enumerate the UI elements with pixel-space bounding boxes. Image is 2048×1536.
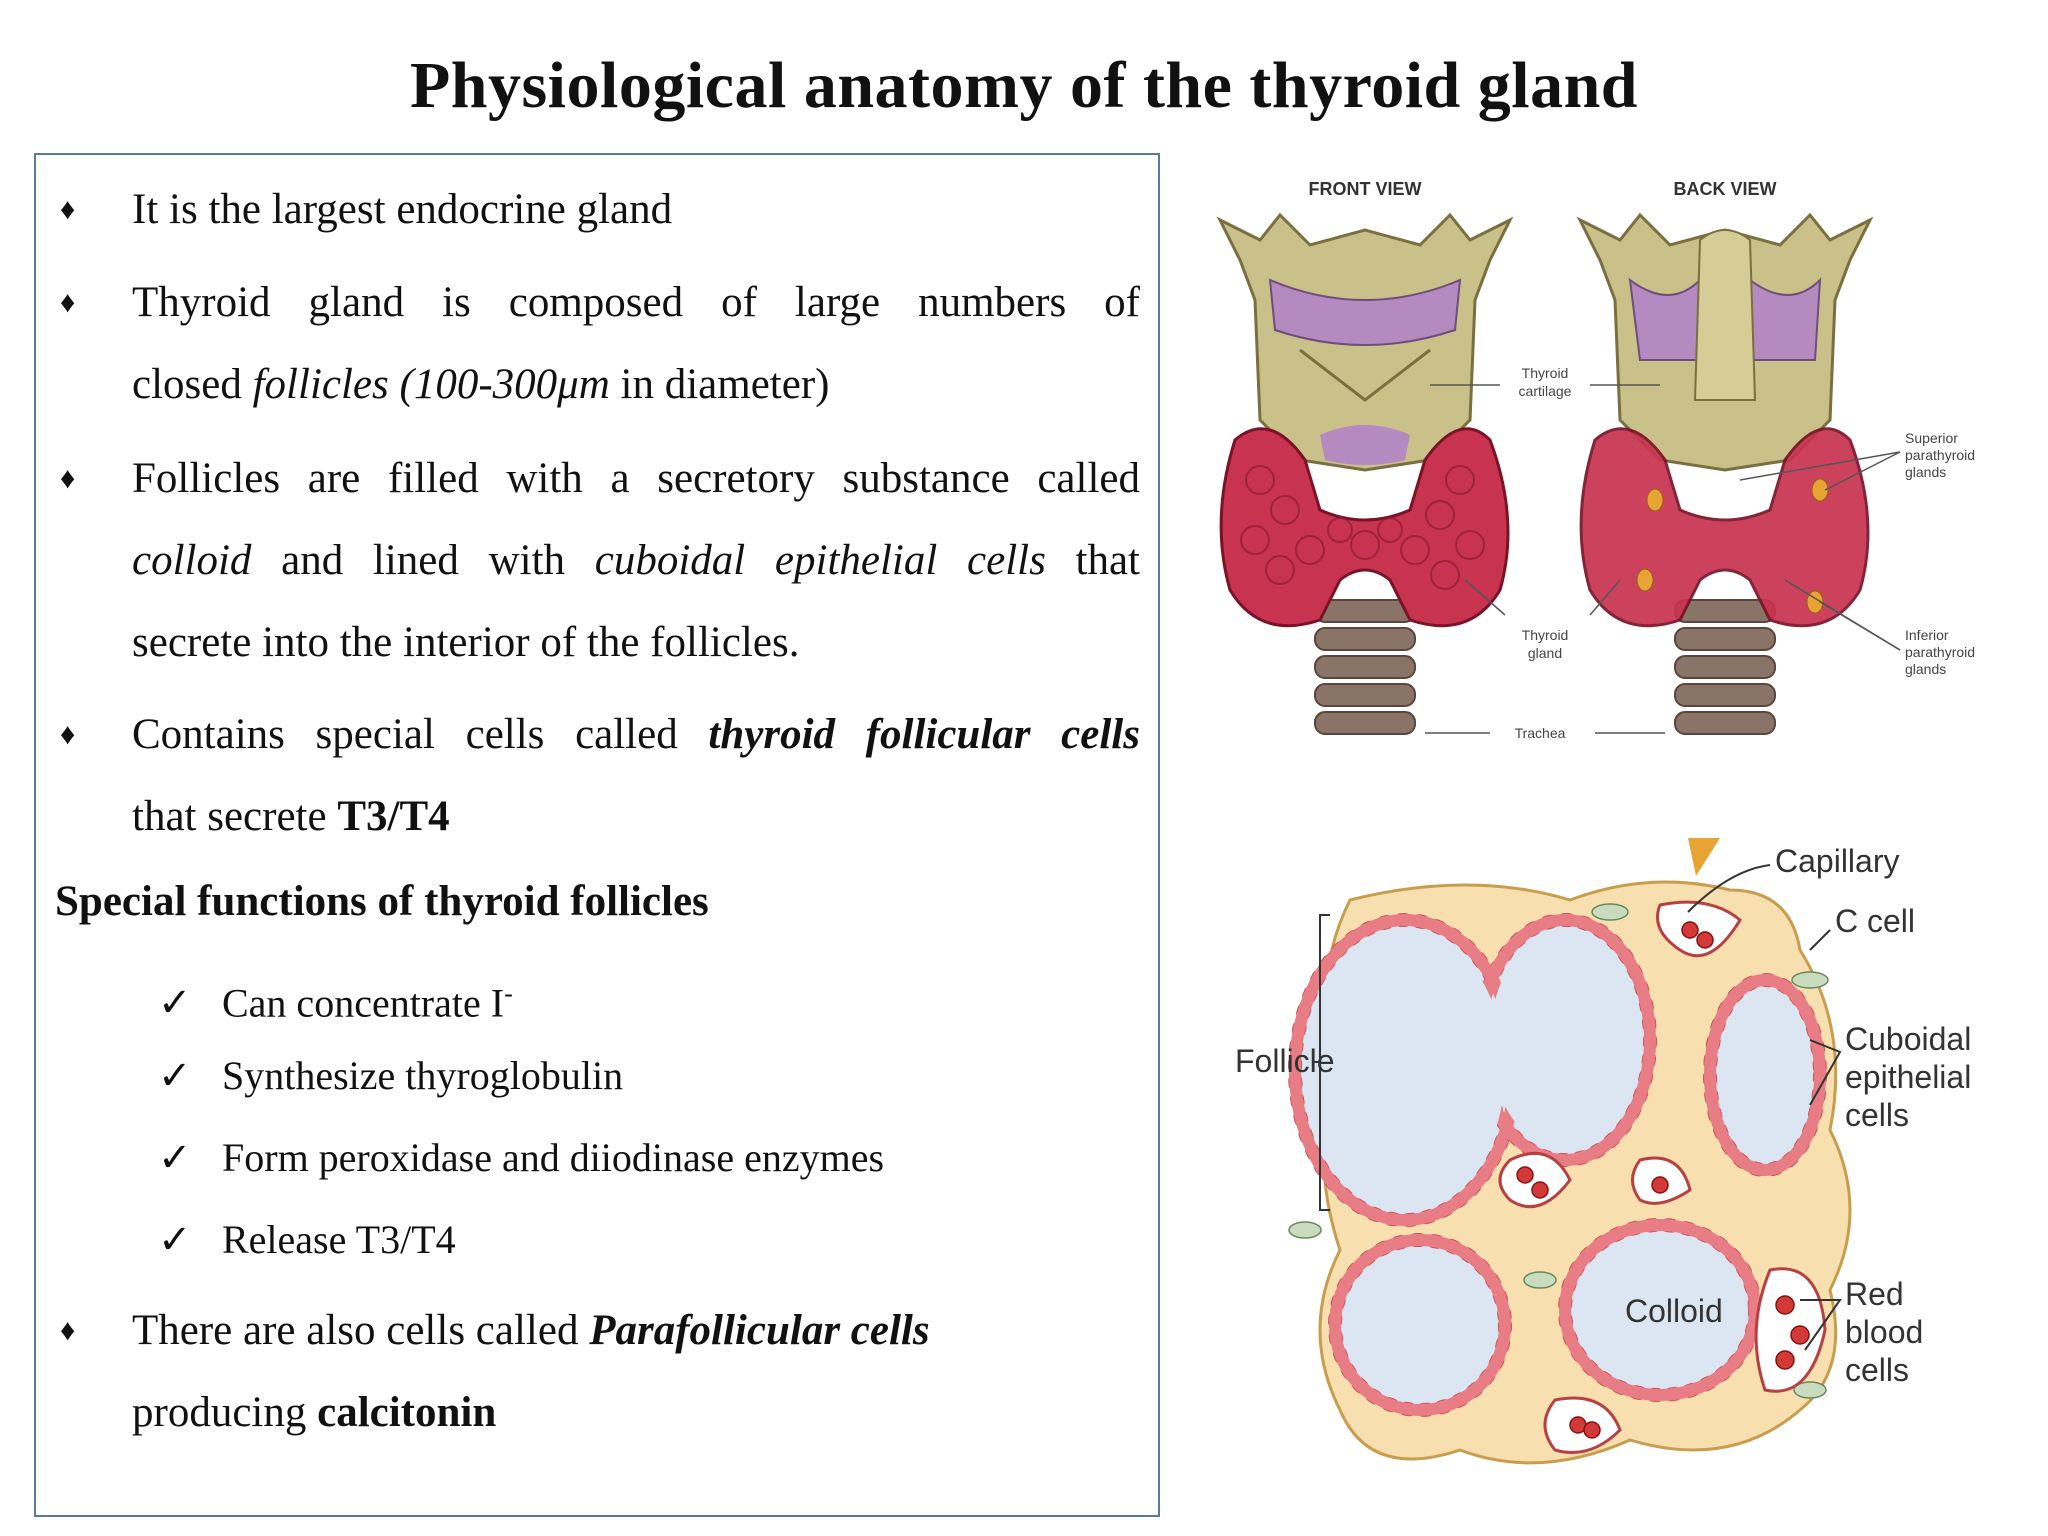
label-follicle: Follicle xyxy=(1235,1043,1335,1079)
function-item: ✓Synthesize thyroglobulin xyxy=(158,1048,623,1104)
bullet-text-line2: closed follicles (100-300μm in diameter) xyxy=(132,361,830,408)
bullet-follicular-cells: ♦ Contains special cells called thyroid … xyxy=(60,694,1140,858)
bullet-text-line1: There are also cells called Parafollicul… xyxy=(132,1307,930,1354)
diamond-bullet-icon: ♦ xyxy=(60,286,76,319)
thyroid-anatomy-figure: FRONT VIEW BACK VIEW xyxy=(1200,160,2020,800)
label-c-cell: C cell xyxy=(1835,903,1915,939)
label-red-blood-cells: Red xyxy=(1845,1276,1904,1312)
bullet-text-line3: secrete into the interior of the follicl… xyxy=(132,619,800,666)
label-cuboidal: epithelial xyxy=(1845,1059,1971,1095)
label-superior-parathyroid: glands xyxy=(1905,464,1946,480)
bullet-colloid: ♦ Follicles are filled with a secretory … xyxy=(60,438,1140,684)
label-colloid: Colloid xyxy=(1625,1293,1723,1329)
function-item: ✓Can concentrate I- xyxy=(158,966,513,1031)
page-title: Physiological anatomy of the thyroid gla… xyxy=(409,49,1639,122)
bullet-largest-gland: ♦ It is the largest endocrine gland xyxy=(60,169,1140,251)
diamond-bullet-icon: ♦ xyxy=(60,462,76,495)
bullet-text-line2: colloid and lined with cuboidal epitheli… xyxy=(132,537,1141,584)
diamond-bullet-icon: ♦ xyxy=(60,193,76,226)
bullet-text-line1: Follicles are filled with a secretory su… xyxy=(132,455,1140,502)
check-icon: ✓ xyxy=(158,1053,192,1098)
check-icon: ✓ xyxy=(158,980,192,1026)
back-view-label: BACK VIEW xyxy=(1674,179,1777,199)
bullet-parafollicular: ♦ There are also cells called Parafollic… xyxy=(60,1290,1140,1454)
label-capillary: Capillary xyxy=(1775,843,1899,879)
label-inferior-parathyroid: parathyroid xyxy=(1905,644,1975,660)
label-red-blood-cells: blood xyxy=(1845,1314,1923,1350)
check-icon: ✓ xyxy=(158,1135,192,1180)
function-item: ✓Release T3/T4 xyxy=(158,1212,456,1268)
bullet-follicles: ♦ Thyroid gland is composed of large num… xyxy=(60,262,1140,426)
bullet-text-line2: producing calcitonin xyxy=(132,1389,497,1436)
special-functions-heading: Special functions of thyroid follicles xyxy=(55,878,709,925)
label-cuboidal: Cuboidal xyxy=(1845,1021,1971,1057)
back-view-drawing xyxy=(1576,212,1874,735)
capillary-group xyxy=(1498,900,1827,1454)
label-thyroid-cartilage: Thyroid xyxy=(1522,365,1569,381)
function-item: ✓Form peroxidase and diiodinase enzymes xyxy=(158,1130,884,1186)
check-icon: ✓ xyxy=(158,1217,192,1262)
label-inferior-parathyroid: Inferior xyxy=(1905,627,1949,643)
label-trachea: Trachea xyxy=(1515,725,1566,741)
label-red-blood-cells: cells xyxy=(1845,1352,1909,1388)
follicle-histology-figure: Follicle Capillary C cell Cuboidal epith… xyxy=(1210,830,2030,1510)
text-panel xyxy=(34,153,1160,1517)
label-inferior-parathyroid: glands xyxy=(1905,661,1946,677)
label-superior-parathyroid: Superior xyxy=(1905,430,1958,446)
bullet-text-line1: Contains special cells called thyroid fo… xyxy=(132,711,1140,758)
label-thyroid-cartilage: cartilage xyxy=(1519,383,1572,399)
bullet-text-line1: Thyroid gland is composed of large numbe… xyxy=(132,279,1140,326)
bullet-text-line2: that secrete T3/T4 xyxy=(132,793,450,840)
diamond-bullet-icon: ♦ xyxy=(60,718,76,751)
front-view-label: FRONT VIEW xyxy=(1309,179,1422,199)
front-view-drawing xyxy=(1216,212,1514,735)
label-thyroid-gland: gland xyxy=(1528,645,1562,661)
bullet-text: It is the largest endocrine gland xyxy=(132,186,673,233)
label-superior-parathyroid: parathyroid xyxy=(1905,447,1975,463)
label-thyroid-gland: Thyroid xyxy=(1522,627,1569,643)
diamond-bullet-icon: ♦ xyxy=(60,1314,76,1347)
follicle-group xyxy=(1288,903,1829,1417)
label-cuboidal: cells xyxy=(1845,1097,1909,1133)
